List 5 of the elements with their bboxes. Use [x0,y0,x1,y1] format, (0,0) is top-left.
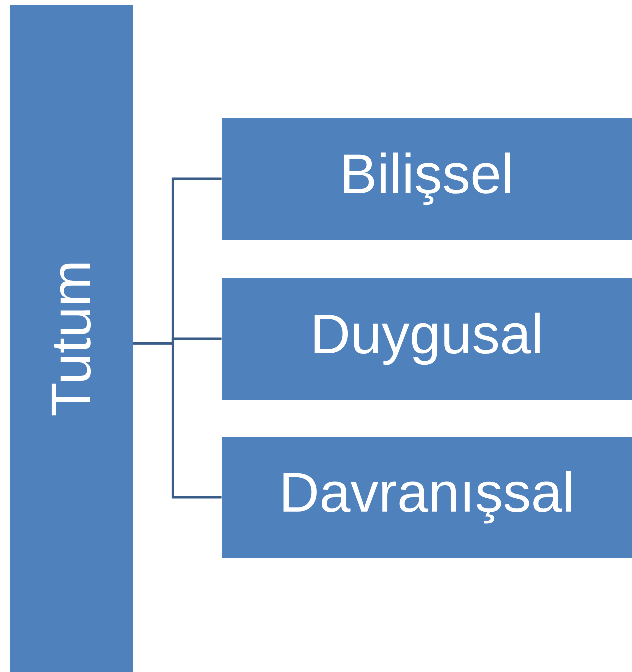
category-bar: Tutum [10,5,133,672]
component-box: Davranışsal [222,437,632,558]
connector-line [133,342,222,499]
component-box: Bilişsel [222,118,632,240]
component-box: Duygusal [222,278,632,400]
